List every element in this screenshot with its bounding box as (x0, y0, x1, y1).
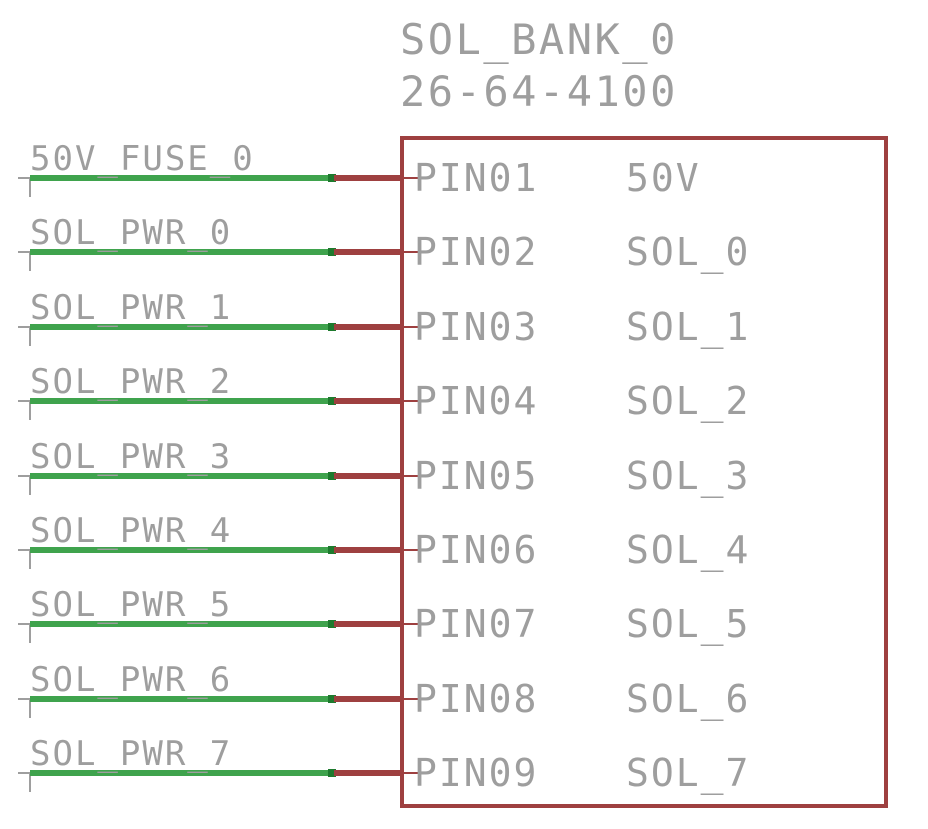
net-endpoint-marker-vertical (29, 252, 31, 272)
net-junction-dot (328, 471, 336, 480)
pin-number-label: PIN03 (414, 304, 539, 349)
pin-lead[interactable] (334, 249, 404, 256)
pin-stub (400, 177, 418, 179)
pin-lead[interactable] (334, 770, 404, 777)
net-endpoint-marker-horizontal (18, 474, 32, 477)
net-wire[interactable] (30, 621, 334, 628)
pin-lead[interactable] (334, 621, 404, 628)
pin-lead[interactable] (334, 323, 404, 330)
net-wire[interactable] (30, 175, 334, 181)
net-label[interactable]: SOL_PWR_3 (30, 436, 233, 477)
net-junction-dot (328, 174, 336, 182)
net-wire[interactable] (30, 695, 334, 702)
pin-stub (400, 772, 418, 775)
net-label[interactable]: 50V_FUSE_0 (30, 139, 255, 179)
net-endpoint-marker-vertical (29, 698, 31, 718)
net-label[interactable]: SOL_PWR_6 (30, 659, 233, 700)
net-wire[interactable] (30, 323, 334, 330)
pin-lead[interactable] (334, 398, 404, 405)
pin-number-label: PIN09 (414, 751, 539, 796)
pin-stub (400, 549, 418, 551)
net-label[interactable]: SOL_PWR_5 (30, 585, 233, 626)
pin-name-label: SOL_2 (626, 379, 751, 424)
net-endpoint-marker-horizontal (18, 400, 32, 403)
net-junction-dot (328, 694, 336, 703)
pin-stub (400, 251, 418, 254)
pin-name-label: SOL_3 (626, 453, 751, 498)
pin-name-label: SOL_5 (626, 602, 751, 647)
net-label[interactable]: SOL_PWR_7 (30, 734, 233, 775)
net-label[interactable]: SOL_PWR_0 (30, 213, 233, 254)
pin-number-label: PIN01 (414, 156, 539, 200)
pin-number-label: PIN02 (414, 230, 539, 275)
net-wire[interactable] (30, 398, 334, 405)
net-junction-dot (328, 769, 336, 778)
component-title-block: SOL_BANK_0 26-64-4100 (400, 14, 900, 118)
net-endpoint-marker-horizontal (18, 623, 32, 626)
net-junction-dot (328, 248, 336, 257)
net-endpoint-marker-horizontal (18, 325, 32, 328)
pin-number-label: PIN06 (414, 528, 539, 572)
pin-lead[interactable] (334, 695, 404, 702)
net-endpoint-marker-vertical (29, 773, 31, 793)
pin-stub (400, 623, 418, 626)
net-endpoint-marker-vertical (29, 475, 31, 495)
net-wire[interactable] (30, 547, 334, 553)
pin-number-label: PIN04 (414, 379, 539, 424)
pin-name-label: SOL_6 (626, 676, 751, 721)
pin-lead[interactable] (334, 472, 404, 479)
component-title: SOL_BANK_0 (400, 15, 678, 64)
pin-stub (400, 400, 418, 403)
net-endpoint-marker-vertical (29, 401, 31, 421)
net-junction-dot (328, 546, 336, 554)
net-endpoint-marker-vertical (29, 550, 31, 569)
net-endpoint-marker-horizontal (18, 177, 32, 179)
net-endpoint-marker-vertical (29, 624, 31, 644)
pin-lead[interactable] (334, 175, 404, 181)
pin-name-label: 50V (626, 156, 701, 200)
net-endpoint-marker-vertical (29, 178, 31, 197)
net-label[interactable]: SOL_PWR_2 (30, 362, 233, 403)
pin-name-label: SOL_1 (626, 304, 751, 349)
component-part-number: 26-64-4100 (400, 67, 678, 116)
pin-lead[interactable] (334, 547, 404, 553)
pin-number-label: PIN08 (414, 676, 539, 721)
pin-name-label: SOL_4 (626, 528, 751, 572)
net-junction-dot (328, 322, 336, 331)
net-endpoint-marker-horizontal (18, 697, 32, 700)
net-label[interactable]: SOL_PWR_1 (30, 287, 233, 328)
pin-name-label: SOL_7 (626, 751, 751, 796)
net-wire[interactable] (30, 249, 334, 256)
net-junction-dot (328, 620, 336, 629)
pin-name-label: SOL_0 (626, 230, 751, 275)
net-junction-dot (328, 397, 336, 406)
net-endpoint-marker-horizontal (18, 549, 32, 551)
net-endpoint-marker-horizontal (18, 772, 32, 775)
pin-stub (400, 697, 418, 700)
net-label[interactable]: SOL_PWR_4 (30, 511, 233, 551)
pin-stub (400, 325, 418, 328)
pin-number-label: PIN07 (414, 602, 539, 647)
component-body-outline[interactable] (400, 136, 888, 808)
net-endpoint-marker-vertical (29, 326, 31, 346)
net-wire[interactable] (30, 770, 334, 777)
pin-stub (400, 474, 418, 477)
net-endpoint-marker-horizontal (18, 251, 32, 254)
net-wire[interactable] (30, 472, 334, 479)
pin-number-label: PIN05 (414, 453, 539, 498)
